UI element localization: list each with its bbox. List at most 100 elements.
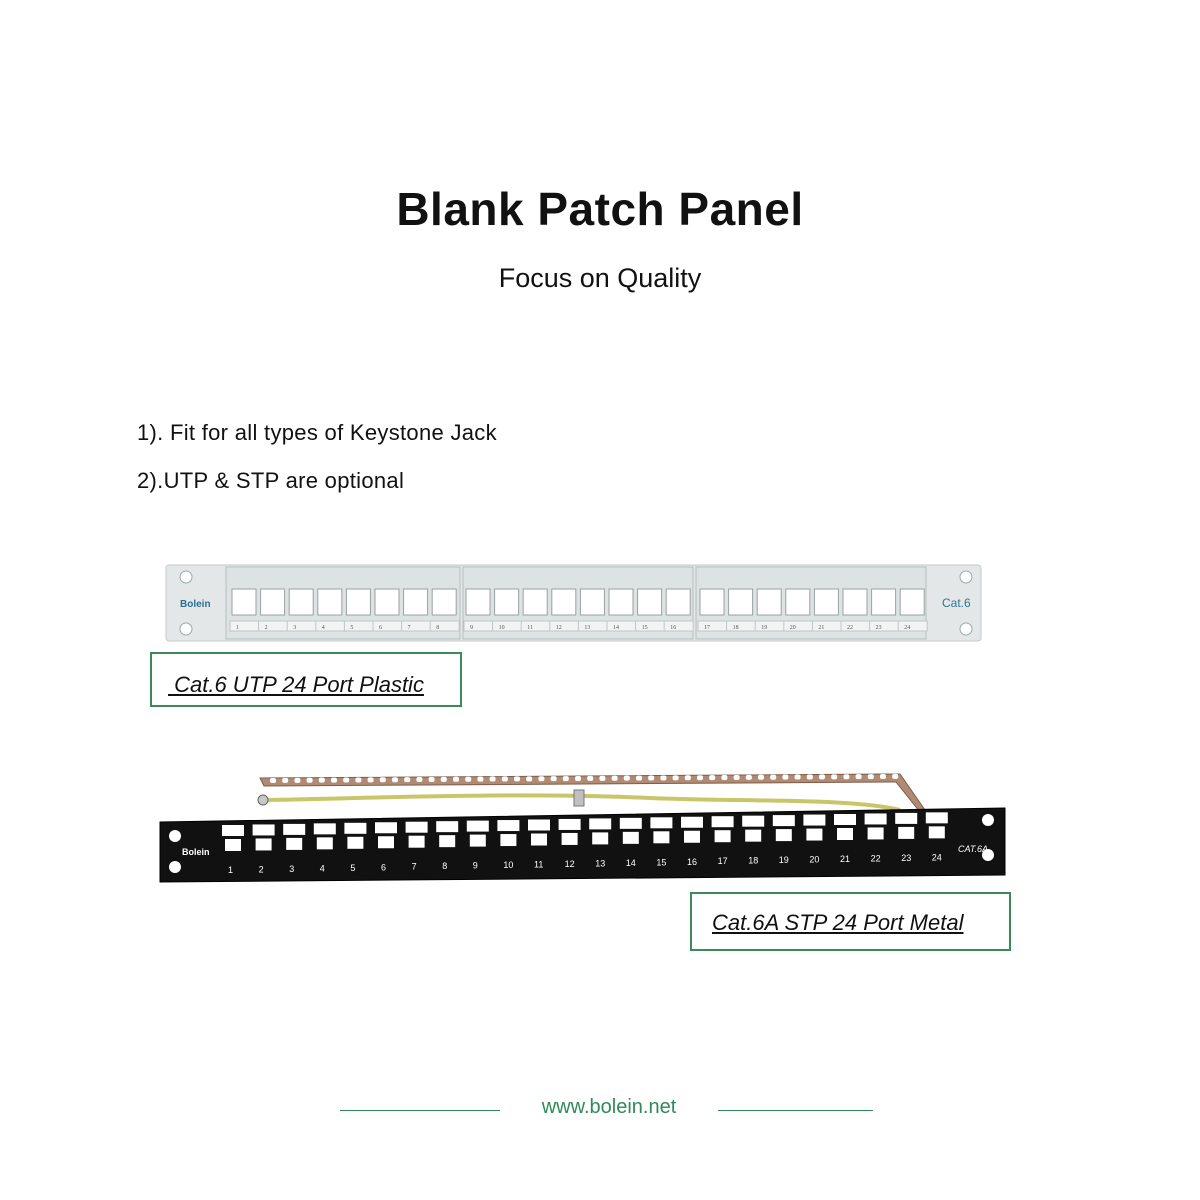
keystone-slot (494, 588, 520, 616)
port-number-label: 15 (656, 857, 666, 867)
keystone-slot (431, 588, 457, 616)
port-number-label: 7 (412, 862, 417, 872)
label-strip-cell (697, 620, 728, 632)
bar-hole (453, 776, 459, 782)
bar-hole (526, 776, 533, 782)
bar-hole (428, 776, 435, 782)
keystone-slot (465, 588, 491, 616)
bar-hole (587, 775, 594, 781)
label-strip-cell (635, 620, 666, 632)
keystone-slot (378, 836, 394, 849)
label-strip-cell (783, 620, 814, 632)
port-number-label: 16 (670, 625, 676, 631)
footer-url-link[interactable]: www.bolein.net (541, 1096, 677, 1118)
keystone-slot (286, 837, 303, 850)
bar-hole (684, 775, 691, 781)
port-number-label: 17 (718, 856, 728, 866)
port-number-label: 16 (687, 857, 697, 867)
mount-hole-icon (179, 570, 193, 584)
port-number-label: 21 (840, 854, 850, 864)
bar-hole (331, 777, 337, 783)
keystone-slot (699, 588, 725, 616)
bar-hole (282, 777, 289, 783)
bar-hole (623, 775, 630, 781)
bar-hole (721, 775, 728, 781)
mount-hole-icon (982, 814, 994, 826)
label-strip-cell (429, 620, 460, 632)
keystone-slot (619, 817, 642, 829)
keystone-slot (222, 825, 244, 836)
brand-logo: Bolein (182, 847, 210, 857)
bar-hole (709, 775, 716, 781)
keystone-slot (650, 817, 673, 829)
bar-hole (697, 775, 703, 781)
category-label: Cat.6 (942, 596, 971, 610)
label-strip-cell (726, 620, 757, 632)
bracket (573, 789, 585, 807)
label-strip-cell (343, 620, 374, 632)
keystone-slot (500, 834, 517, 847)
keystone-slot (558, 818, 581, 830)
port-number-label: 8 (436, 625, 439, 631)
bar-hole (379, 777, 386, 783)
keystone-slot (375, 822, 397, 834)
label-strip-cell (577, 620, 608, 632)
port-number-label: 18 (748, 856, 758, 866)
keystone-slot (775, 829, 792, 842)
page-title: Blank Patch Panel (396, 183, 804, 235)
port-number-label: 19 (761, 625, 767, 631)
bar-hole (575, 776, 581, 781)
label-strip-cell (663, 620, 694, 632)
port-number-label: 2 (259, 864, 264, 874)
keystone-slot (561, 832, 578, 845)
keystone-slot (867, 827, 884, 840)
bar-hole (489, 776, 496, 782)
bar-hole (880, 774, 886, 779)
label-strip-cell (549, 620, 580, 632)
bar-hole (648, 775, 655, 781)
ground-wire (264, 793, 901, 812)
keystone-slot (665, 588, 691, 616)
bar-hole (758, 774, 764, 780)
bar-hole (270, 778, 276, 783)
port-number-label: 20 (790, 625, 796, 631)
port-number-label: 23 (901, 853, 911, 863)
bar-hole (501, 776, 508, 782)
port-number-label: 9 (470, 625, 473, 631)
bar-hole (770, 774, 777, 780)
mount-hole-icon (959, 622, 973, 636)
keystone-slot (317, 588, 343, 616)
bar-hole (831, 774, 838, 780)
label-strip-cell (606, 620, 637, 632)
keystone-slot (714, 830, 731, 843)
port-number-label: 10 (499, 625, 505, 631)
bar-hole (733, 774, 740, 780)
port-number-label: 1 (228, 865, 233, 875)
keystone-slot (231, 588, 257, 616)
label-strip-cell (897, 620, 928, 632)
bar-hole (306, 777, 313, 783)
port-number-label: 14 (626, 858, 636, 868)
footer-divider-right (718, 1110, 873, 1111)
feature-item-2: 2).UTP & STP are optional (137, 468, 405, 493)
keystone-slot (899, 588, 925, 616)
bar-hole (745, 774, 752, 780)
keystone-slot (255, 838, 272, 851)
label-strip-cell (229, 620, 260, 632)
mount-hole-icon (982, 849, 994, 861)
port-number-label: 15 (642, 625, 648, 631)
brand-logo: Bolein (180, 599, 211, 610)
bar-hole (477, 776, 484, 782)
keystone-slot (225, 839, 241, 851)
bar-hole (819, 774, 825, 780)
footer-divider-left (340, 1110, 500, 1111)
keystone-slot (551, 588, 577, 616)
keystone-slot (898, 826, 915, 839)
bar-hole (514, 776, 520, 782)
mount-hole-icon (169, 861, 181, 873)
bar-hole (367, 777, 374, 783)
keystone-slot (711, 816, 734, 828)
keystone-slot (531, 833, 547, 846)
